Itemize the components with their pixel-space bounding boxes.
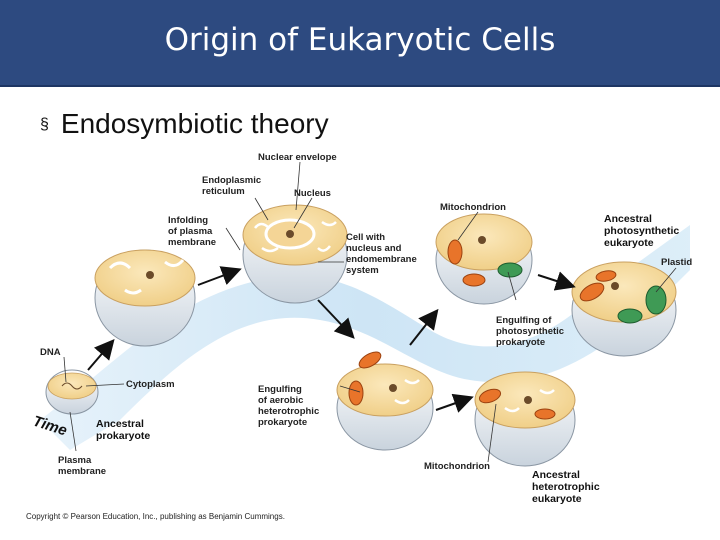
label-dna: DNA xyxy=(40,347,61,358)
label-plasma-2: membrane xyxy=(58,466,106,477)
label-cell-with-2: nucleus and xyxy=(346,243,402,254)
label-infolding-1: Infolding xyxy=(168,215,208,226)
nucleated-cell xyxy=(242,204,348,304)
label-endoplasmic-2: reticulum xyxy=(202,186,245,197)
label-ancestral-photo-2: photosynthetic xyxy=(604,225,679,237)
leader-lines xyxy=(63,161,677,463)
engulfing-aerobic-cell xyxy=(336,351,434,451)
heterotrophic-eukaryote-cell xyxy=(474,371,576,467)
label-nuclear-envelope: Nuclear envelope xyxy=(258,152,337,163)
label-ancestral-photo-1: Ancestral xyxy=(604,213,652,225)
label-engulf-aero-3: heterotrophic xyxy=(258,406,319,417)
bullet-item: § Endosymbiotic theory xyxy=(40,108,329,140)
label-mitochondrion-bottom: Mitochondrion xyxy=(424,461,490,472)
label-endoplasmic-1: Endoplasmic xyxy=(202,175,261,186)
label-engulf-photo-2: photosynthetic xyxy=(496,326,564,337)
label-infolding-2: of plasma xyxy=(168,226,213,237)
slide-title: Origin of Eukaryotic Cells xyxy=(164,22,556,58)
label-ancestral-photo-3: eukaryote xyxy=(604,237,654,249)
bullet-text: Endosymbiotic theory xyxy=(60,108,329,139)
engulfed-plastid xyxy=(497,262,523,278)
label-engulf-photo-3: prokaryote xyxy=(496,337,545,348)
label-ancestral-het-1: Ancestral xyxy=(532,469,580,481)
label-engulf-aero-2: of aerobic xyxy=(258,395,303,406)
label-cell-with-1: Cell with xyxy=(346,232,385,243)
label-plasma-1: Plasma xyxy=(58,455,92,466)
bullet-marker-icon: § xyxy=(40,116,49,133)
label-cell-with-4: system xyxy=(346,265,379,276)
title-bar xyxy=(0,0,720,87)
mitochondrion xyxy=(348,380,364,406)
ancestral-prokaryote-cell xyxy=(45,369,99,415)
label-ancestral-het-2: heterotrophic xyxy=(532,481,600,493)
label-cytoplasm: Cytoplasm xyxy=(126,379,175,390)
copyright-notice: Copyright © Pearson Education, Inc., pub… xyxy=(26,512,285,521)
label-ancestral-pro-1: Ancestral xyxy=(96,418,144,430)
engulfing-photosynthetic-cell xyxy=(435,213,533,305)
arrow-stage-6 xyxy=(537,271,576,291)
arrow-stage-5 xyxy=(435,393,474,413)
label-nucleus: Nucleus xyxy=(294,188,331,199)
arrow-stage-1 xyxy=(87,338,115,371)
label-engulf-aero-1: Engulfing xyxy=(258,384,302,395)
label-cell-with-3: endomembrane xyxy=(346,254,417,265)
label-ancestral-pro-2: prokaryote xyxy=(96,430,150,442)
arrow-stage-2 xyxy=(197,266,242,286)
arrow-stage-3 xyxy=(317,299,355,339)
engulfed-mitochondrion xyxy=(358,351,382,369)
arrow-stage-4 xyxy=(409,308,439,346)
label-plastid: Plastid xyxy=(661,257,692,268)
infolding-cell xyxy=(94,249,196,347)
photosynthetic-eukaryote-cell xyxy=(571,261,677,357)
label-infolding-3: membrane xyxy=(168,237,216,248)
label-mitochondrion-top: Mitochondrion xyxy=(440,202,506,213)
label-engulf-photo-1: Engulfing of xyxy=(496,315,552,326)
label-engulf-aero-4: prokaryote xyxy=(258,417,307,428)
label-ancestral-het-3: eukaryote xyxy=(532,493,582,505)
